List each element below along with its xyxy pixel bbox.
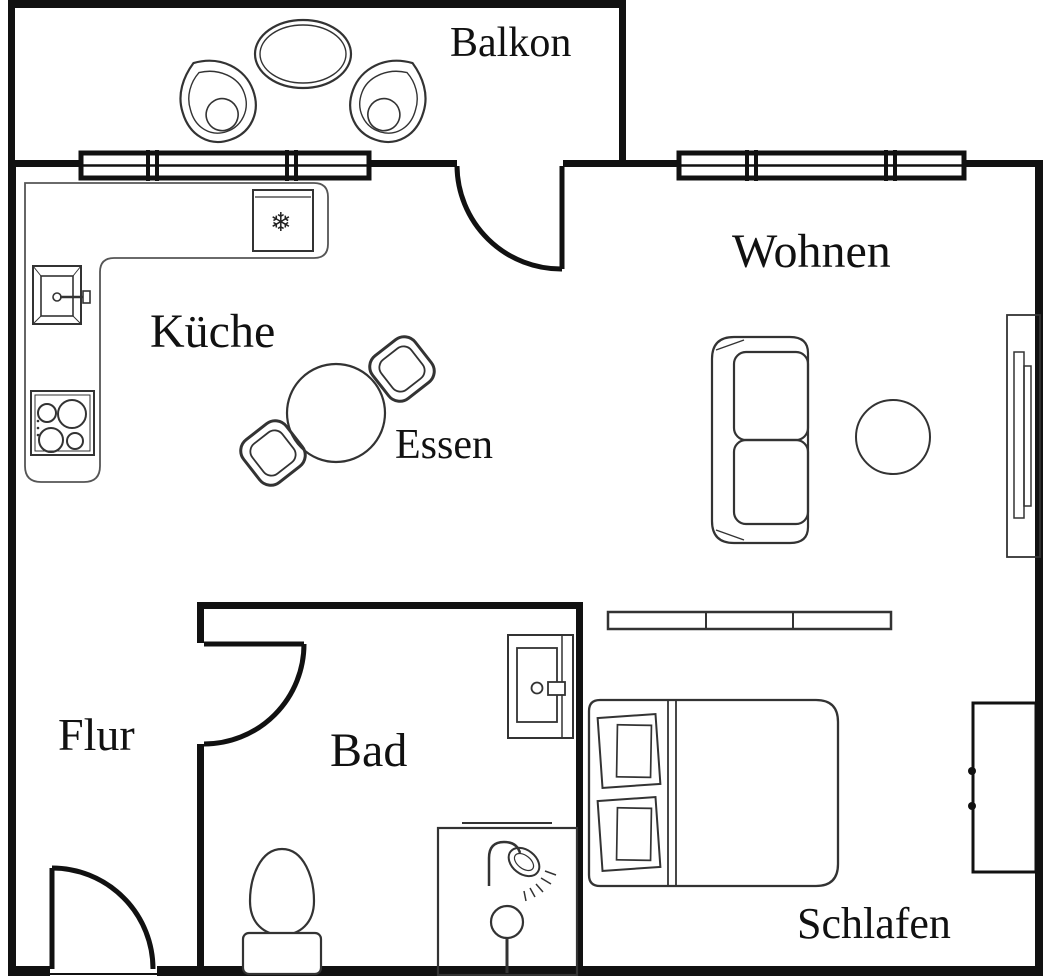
- toilet: [241, 847, 323, 976]
- washbasin: [507, 634, 574, 739]
- entry-door: [49, 865, 156, 970]
- window-left: [78, 150, 372, 181]
- window-right: [676, 150, 967, 181]
- dining-table: [285, 362, 387, 464]
- room-label-schlafen: Schlafen: [797, 899, 951, 948]
- tv-board: [1006, 314, 1041, 558]
- room-label-bad: Bad: [330, 724, 408, 777]
- fridge: [252, 189, 314, 252]
- room-label-flur: Flur: [58, 709, 135, 760]
- stove: [30, 390, 95, 456]
- double-bed: [587, 698, 840, 888]
- dining-chair-top: [368, 335, 436, 403]
- room-label-wohnen: Wohnen: [732, 225, 891, 278]
- wardrobe: [968, 701, 1038, 874]
- kitchen-sink: [32, 265, 91, 325]
- balcony-chair-right: [349, 59, 427, 144]
- bathroom-walls: [197, 602, 583, 976]
- kitchen-counter: [24, 182, 329, 483]
- snowflake-icon: ❄: [270, 208, 292, 238]
- sofa: [710, 335, 810, 545]
- dining-chair-bottom: [239, 419, 307, 487]
- pillows: [596, 712, 662, 873]
- coffee-table: [855, 399, 931, 475]
- exterior-walls: [8, 160, 1043, 976]
- balcony-oval-table: [253, 18, 353, 90]
- bathroom-door: [203, 641, 307, 747]
- balcony-walls: [8, 0, 626, 163]
- room-label-kueche: Küche: [150, 305, 276, 358]
- balcony-door: [454, 165, 565, 272]
- room-label-balkon: Balkon: [450, 20, 572, 66]
- balcony-chair-left: [179, 59, 257, 144]
- shower: [436, 822, 579, 976]
- room-label-essen: Essen: [395, 422, 493, 468]
- sideboard: [606, 610, 893, 631]
